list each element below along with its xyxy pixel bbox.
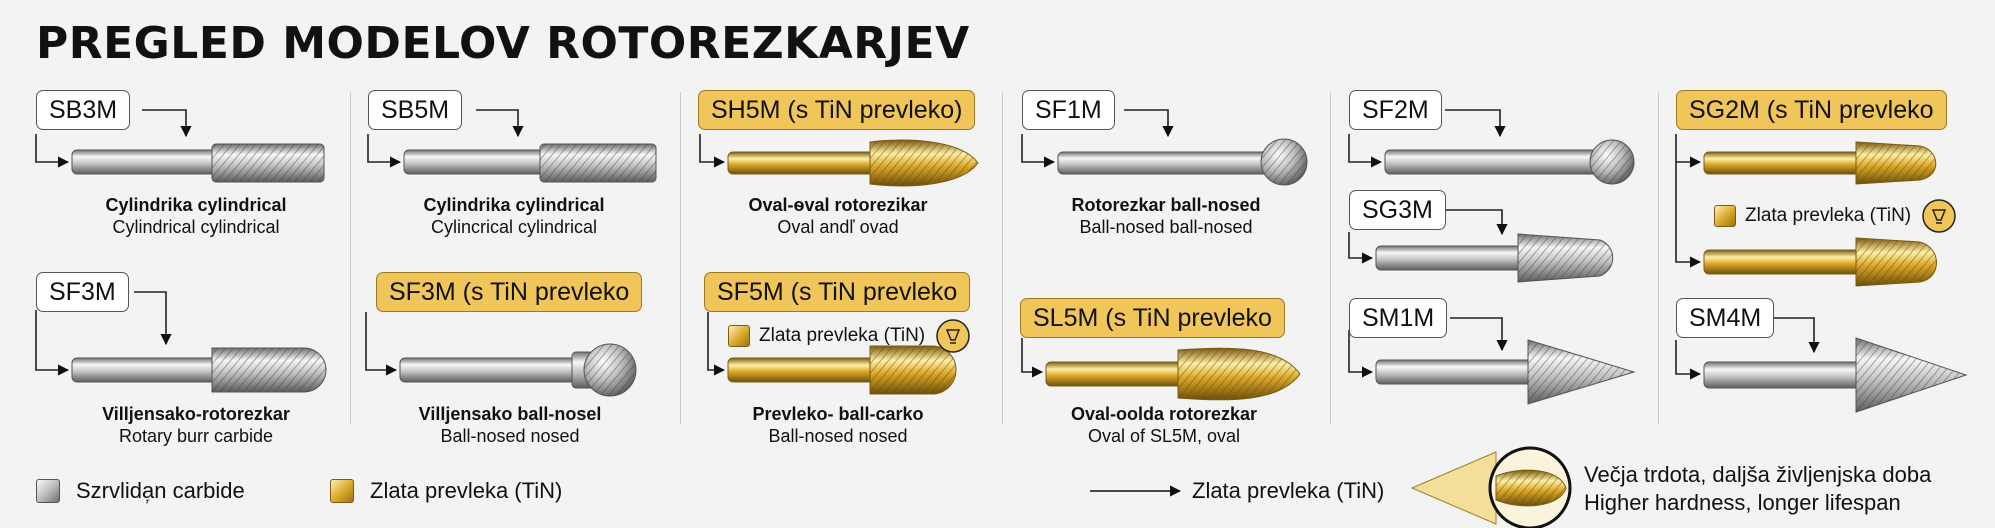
burr-sf1m [1057,138,1308,186]
model-label-sb5m: SB5M [368,90,463,130]
legend-arrow-label: Zlata prevleka (TiN) [1192,478,1385,503]
burr-sm4m [1703,337,1968,413]
model-label-sg2m: SG2M (s TiN prevleko [1676,90,1947,130]
model-label-sf5m: SF5M (s TiN prevleko [704,272,971,312]
column-divider [680,92,681,424]
burr-sm1m [1375,339,1636,405]
caption-sb3m: Cylindrika cylindrical Cylindrical cylin… [105,194,286,238]
model-label-sb3m: SB3M [36,90,131,130]
burr-sg2m [1703,141,1937,185]
gold-swatch-icon [728,325,750,347]
connector-sf2m [1348,134,1383,168]
burr-sf5m [727,345,957,395]
benefit-slovene: Večja trdota, daljša življenjska doba [1584,462,1932,487]
model-label-sh5m: SH5M (s TiN prevleko) [698,90,976,130]
connector-sm1m [1348,330,1374,378]
model-label-sf2m: SF2M [1349,90,1442,130]
connector-sm4m [1675,340,1702,380]
model-label-sf3m-b: SF3M (s TiN prevleko [376,272,643,312]
tin-note-sg2m: Zlata prevleka (TiN) [1714,198,1957,234]
bulb-badge-icon [1922,199,1956,233]
caption-text: Cylincrical cylindrical [430,217,598,237]
column-divider [350,92,351,424]
connector-sf3m-a [134,291,172,346]
connector-sg3m [1440,209,1508,236]
caption-bold: Rotorezkar ball-nosed [1071,195,1261,215]
burr-sl5m [1045,347,1301,401]
connector-sg3m [1348,232,1374,264]
gold-swatch-icon [330,479,354,503]
caption-text: Oval of SL5M, oval [1087,426,1241,446]
connector-sg2m [1675,134,1702,168]
burr-sf3m-b [399,343,637,397]
connector-sb5m [367,134,402,168]
caption-sb5m: Cylindrika cylindrical Cylincrical cylin… [423,194,604,238]
caption-text: Ball-nosed nosed [440,426,580,446]
connector-sb3m [142,109,192,138]
caption-bold: Villjensako-rotorezkar [102,404,290,424]
burr-sf2m [1384,139,1635,185]
page-title: PREGLED MODELOV ROTOREZKARJEV [36,18,970,69]
model-label-sf1m: SF1M [1022,90,1115,130]
caption-sf3m-a: Villjensako-rotorezkar Rotary burr carbi… [102,403,290,447]
caption-text: Rotary burr carbide [118,426,274,446]
caption-sf5m: Prevleko- ball-carko Ball-nosed nosed [752,403,923,447]
connector-sf3m-a [35,310,70,376]
model-label-sg3m: SG3M [1349,190,1446,230]
bulb-badge-icon [936,319,970,353]
legend-carbide-label: Szrvlida᷊n carbide [76,478,245,503]
connector-sb5m [476,109,524,138]
burr-sb5m [403,143,657,183]
model-label-sm4m: SM4M [1676,298,1775,338]
model-label-sl5m: SL5M (s TiN prevleko [1020,298,1285,338]
connector-sf1m [1124,109,1174,138]
column-divider [1330,92,1331,424]
legend: Szrvlida᷊n carbide Zlata prevleka (TiN) … [0,460,1995,520]
caption-bold: Cylindrika cylindrical [105,195,287,215]
burr-sg2m-variant [1703,237,1937,287]
legend-item-carbide: Szrvlida᷊n carbide [36,478,245,504]
connector-sf3m-b [365,312,398,376]
column-divider [1002,92,1003,424]
model-label-sm1m: SM1M [1349,298,1448,338]
magnifier-icon [1410,446,1572,528]
caption-bold: Cylindrika cylindrical [423,195,605,215]
legend-item-tin: Zlata prevleka (TiN) [330,478,562,504]
connector-sm1m [1450,317,1508,352]
caption-sh5m: Oval-ѳval rotorezikar Oval andľ ovad [748,194,927,238]
steel-swatch-icon [36,479,60,503]
connector-sf5m [707,312,726,376]
burr-sh5m [727,139,979,187]
tin-note-text: Zlata prevleka (TiN) [1745,205,1912,226]
connector-sh5m [699,134,726,168]
connector-sl5m [1021,338,1044,378]
caption-text: Ball-nosed nosed [768,426,908,446]
caption-text: Cylindrical cylindrical [112,217,280,237]
connector-sg2m [1675,162,1702,268]
caption-bold: Villjensako ball-nosel [418,404,602,424]
caption-bold: Oval-oolda rotorezkar [1070,404,1258,424]
caption-text: Ball-nosed ball-nosed [1079,217,1253,237]
caption-text: Oval andľ ovad [777,217,899,237]
burr-sf3m-a [71,347,327,393]
burr-sb3m [71,143,325,183]
caption-sf1m: Rotorezkar ball-nosed Ball-nosed ball-no… [1071,194,1260,238]
tin-note-text: Zlata prevleka (TiN) [759,325,926,346]
benefit-english: Higher hardness, longer lifespan [1584,490,1901,515]
burr-sg3m [1375,233,1614,283]
connector-sf1m [1021,134,1056,168]
model-label-sf3m-a: SF3M [36,272,129,312]
caption-sl5m: Oval-oolda rotorezkar Oval of SL5M, oval [1071,403,1257,447]
caption-bold: Oval-ѳval rotorezikar [748,195,928,215]
column-divider [1658,92,1659,424]
connector-sf2m [1445,109,1506,138]
connector-sb3m [35,134,70,168]
caption-bold: Prevleko- ball-carko [752,404,924,424]
gold-swatch-icon [1714,205,1736,227]
tin-note-sf5m: Zlata prevleka (TiN) [728,318,971,354]
caption-sf3m-b: Villjensako ball-nosel Ball-nosed nosed [419,403,602,447]
legend-tin-label: Zlata prevleka (TiN) [370,478,563,503]
